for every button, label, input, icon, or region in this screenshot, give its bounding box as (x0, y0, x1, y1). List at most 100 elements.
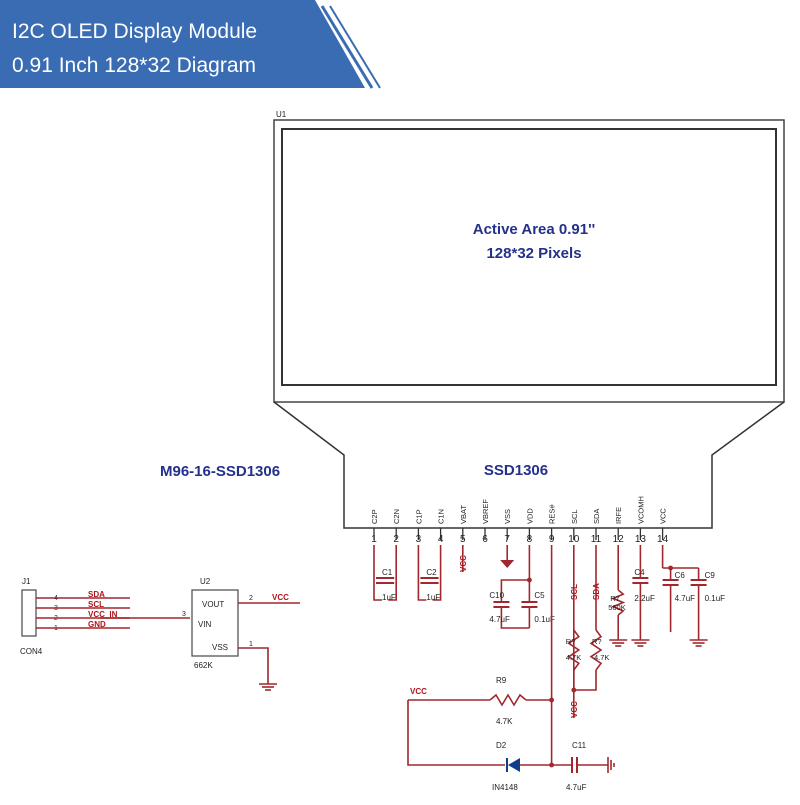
banner-title-line1: I2C OLED Display Module (12, 20, 258, 43)
j1-label-1: GND (88, 620, 106, 629)
pin-number-2: 2 (393, 534, 399, 545)
r-right-body (589, 629, 603, 671)
pin-number-9: 9 (549, 534, 555, 545)
u2-vss-label: VSS (212, 643, 228, 652)
c2-lead-a (417, 545, 427, 601)
pin-name-4: C1N (437, 509, 446, 524)
title-banner (0, 0, 365, 88)
u2-body (191, 589, 239, 657)
pin-number-3: 3 (416, 534, 422, 545)
c2-ref: C2 (426, 568, 437, 577)
scl-net-label: SCL (570, 584, 579, 600)
pin-number-5: 5 (460, 534, 466, 545)
pin-number-1: 1 (371, 534, 377, 545)
pin-name-12: IRFE (614, 507, 623, 524)
display-outline (273, 119, 785, 403)
pin-number-8: 8 (527, 534, 533, 545)
r-left-body (567, 629, 581, 671)
pin-name-2: C2N (392, 509, 401, 524)
display-taper (273, 401, 785, 529)
pixels-label: 128*32 Pixels (486, 245, 581, 262)
vcc-loop-wire (407, 700, 505, 766)
banner-title-line2: 0.91 Inch 128*32 Diagram (12, 54, 256, 77)
pin-name-8: VDD (525, 508, 534, 524)
pin-name-7: VSS (503, 509, 512, 524)
c1-ref: C1 (382, 568, 393, 577)
r-right-value: 4.7K (594, 653, 609, 662)
c5-value: 0.1uF (534, 615, 555, 624)
pin-name-9: RES# (548, 504, 557, 524)
c4-ref: C4 (634, 568, 645, 577)
r9-ref: R9 (496, 676, 507, 685)
c2-value: 1uF (426, 593, 440, 602)
pin-name-3: C1P (414, 509, 423, 524)
c4-value: 2.2uF (634, 594, 655, 603)
vbat-vcc-net: VCC (459, 555, 468, 572)
c9-ref: C9 (705, 571, 716, 580)
pin-name-13: VCOMH (636, 496, 645, 524)
pullup-join (572, 670, 597, 691)
c5-ref: C5 (534, 591, 545, 600)
pin-number-11: 11 (591, 534, 602, 545)
c2-lead-b (432, 545, 442, 601)
pin-number-10: 10 (568, 534, 580, 545)
c6-value: 4.7uF (675, 594, 696, 603)
r7-value: 560K (608, 603, 626, 612)
active-area-label: Active Area 0.91'' (473, 221, 595, 238)
j1-body (21, 589, 37, 637)
j1-label-2: VCC_IN (88, 610, 118, 619)
pin-name-14: VCC (659, 508, 668, 524)
r9-body (489, 693, 527, 707)
c10-ref: C10 (489, 591, 504, 600)
d2-icon (508, 758, 520, 772)
pin-number-12: 12 (613, 534, 625, 545)
j1-ref: J1 (22, 577, 31, 586)
r9-value: 4.7K (496, 717, 513, 726)
vss-wire-u2 (238, 647, 269, 676)
r9-vcc-net: VCC (410, 687, 427, 696)
pullup-vcc-net: VCC (570, 701, 579, 718)
d2-ref: D2 (496, 741, 507, 750)
u2-part: 662K (194, 661, 213, 670)
sda-net-label: SDA (592, 583, 601, 600)
j1-name: CON4 (20, 647, 43, 656)
c10-bottom-wire (500, 607, 530, 629)
controller-label: SSD1306 (484, 462, 548, 479)
c1-lead-a (373, 545, 382, 601)
u2-pin-vout: 2 (249, 595, 253, 602)
active-area-rect (281, 128, 777, 386)
c11-value: 4.7uF (566, 783, 587, 792)
d2-value: IN4148 (492, 783, 518, 792)
r-right-ref: R? (592, 637, 602, 646)
pin-number-4: 4 (438, 534, 444, 545)
c6-ref: C6 (675, 571, 686, 580)
u2-out-net: VCC (272, 593, 289, 602)
c10-value: 4.7uF (489, 615, 510, 624)
pin-name-1: C2P (370, 509, 379, 524)
c1-value: 1uF (382, 593, 396, 602)
r-left-value: 4.7K (566, 653, 581, 662)
vss-ground-icon (500, 560, 515, 568)
display-ref-label: U1 (276, 110, 287, 119)
u2-vin-label: VIN (198, 620, 212, 629)
pin-number-14: 14 (657, 534, 669, 545)
u2-vout-label: VOUT (202, 600, 224, 609)
r7-body (611, 589, 626, 616)
c10-top-wire (500, 579, 530, 602)
pin-name-10: SCL (570, 509, 579, 524)
pin-number-6: 6 (482, 534, 488, 545)
part-number-label: M96-16-SSD1306 (160, 463, 280, 480)
u2-pin-vss: 1 (249, 641, 253, 648)
c1-lead-b (388, 545, 398, 601)
pin-name-6: VBREF (481, 499, 490, 524)
u2-ref: U2 (200, 577, 211, 586)
u2-pin-vin: 3 (182, 611, 186, 618)
pin-number-13: 13 (635, 534, 647, 545)
r7-ref: R7 (610, 594, 620, 603)
j1-label-3: SCL (88, 600, 104, 609)
pin-number-7: 7 (504, 534, 510, 545)
c11-ref: C11 (572, 741, 587, 750)
r-left-ref: R? (566, 637, 576, 646)
